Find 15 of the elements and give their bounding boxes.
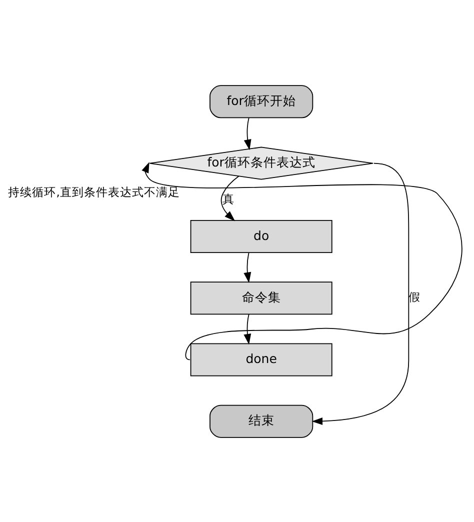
arrow — [142, 162, 462, 360]
arrow — [244, 313, 252, 344]
node-box: do — [190, 219, 332, 253]
node-box: done — [190, 342, 332, 376]
arrow — [312, 162, 410, 424]
node-box: for循环开始 — [210, 84, 314, 118]
node-diamond: for循环条件表达式 — [149, 146, 374, 180]
arrow — [220, 175, 240, 221]
node-box: 结束 — [210, 404, 314, 438]
edge-label: 持续循环,直到条件表达式不满足 — [8, 184, 180, 198]
arrow — [244, 117, 252, 150]
edge-label: 真 — [222, 191, 235, 206]
node-box: 命令集 — [190, 281, 332, 314]
arrow — [244, 252, 252, 282]
edge-label: 假 — [408, 290, 420, 304]
